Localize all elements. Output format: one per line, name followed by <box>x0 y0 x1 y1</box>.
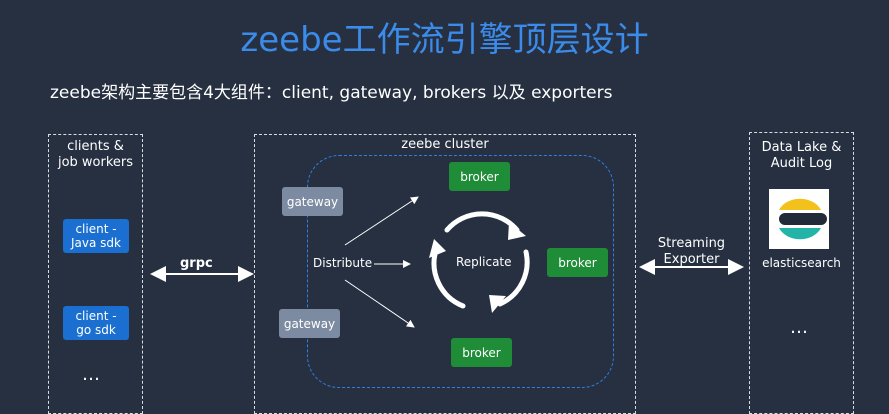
distribute-line-down <box>344 279 415 328</box>
datalake-more: … <box>790 317 810 338</box>
gateway-top[interactable]: gateway <box>282 187 343 216</box>
subtitle: zeebe架构主要包含4大组件：client, gateway, brokers… <box>50 83 613 103</box>
distribute-line-up <box>344 196 419 246</box>
datalake-panel-title: Data Lake & Audit Log <box>749 140 854 172</box>
broker-top[interactable]: broker <box>449 162 510 191</box>
grpc-label: grpc <box>180 256 213 271</box>
broker-group-boundary <box>307 155 614 388</box>
client-go-sdk[interactable]: client - go sdk <box>63 306 129 340</box>
datalake-title-line1: Data Lake & <box>761 140 842 155</box>
exporter-line2: Exporter <box>663 252 720 267</box>
client-java-line2: Java sdk <box>71 236 121 250</box>
replicate-label: Replicate <box>456 255 512 269</box>
gateway-bottom[interactable]: gateway <box>279 309 340 338</box>
clients-title-line1: clients & <box>67 139 124 154</box>
client-go-line1: client - <box>75 309 117 323</box>
distribute-label: Distribute <box>313 256 373 270</box>
clients-title-line2: job workers <box>57 155 134 170</box>
client-java-sdk[interactable]: client - Java sdk <box>63 219 129 253</box>
datalake-panel <box>749 132 854 414</box>
streaming-exporter-label: Streaming Exporter <box>641 236 742 268</box>
diagram-connectors <box>150 196 744 328</box>
client-go-line2: go sdk <box>76 323 116 337</box>
broker-bottom[interactable]: broker <box>451 338 512 367</box>
zeebe-cluster-title: zeebe cluster <box>401 137 489 152</box>
datalake-title-line2: Audit Log <box>770 156 833 171</box>
client-java-line1: client - <box>75 222 117 236</box>
exporter-line1: Streaming <box>657 236 726 251</box>
elasticsearch-logo-icon <box>769 189 829 249</box>
clients-panel-title: clients & job workers <box>48 139 143 171</box>
clients-more: … <box>82 364 102 385</box>
elasticsearch-label: elasticsearch <box>762 256 841 270</box>
broker-right[interactable]: broker <box>547 248 608 277</box>
page-title: zeebe工作流引擎顶层设计 <box>240 20 649 60</box>
